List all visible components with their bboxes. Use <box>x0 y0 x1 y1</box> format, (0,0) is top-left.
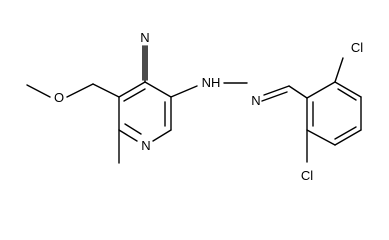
pyridine-ring <box>118 81 172 142</box>
bond <box>66 83 94 98</box>
bond <box>334 126 357 140</box>
atom-label-nitrile-n: N <box>140 30 149 45</box>
bond <box>334 81 362 98</box>
bond <box>306 129 336 146</box>
nitrile-group: N <box>140 30 150 83</box>
atom-label-cl-top: Cl <box>351 40 363 55</box>
hydrazone-linker: NH N <box>170 75 308 108</box>
bond <box>123 88 146 102</box>
atom-label-cl-bottom: Cl <box>301 168 313 183</box>
dichlorophenyl-ring: Cl Cl <box>301 40 363 183</box>
bond <box>118 81 146 98</box>
atom-label-ring-n: N <box>141 138 150 153</box>
bond <box>334 129 362 146</box>
bond <box>288 85 308 99</box>
chemical-structure: N O N NH N Cl Cl <box>26 30 363 183</box>
bond <box>144 81 172 98</box>
atom-label-ether-o: O <box>54 90 64 105</box>
bond <box>152 129 172 142</box>
bond <box>306 81 336 99</box>
atom-label-hydrazone-n: N <box>251 93 260 108</box>
bond <box>334 57 344 83</box>
bond <box>92 83 120 98</box>
bond <box>263 85 290 96</box>
bond <box>118 129 138 142</box>
bond <box>170 85 198 98</box>
bond <box>261 91 288 102</box>
methoxymethyl-group: O <box>26 83 120 105</box>
bond <box>124 123 142 135</box>
bond <box>337 88 357 101</box>
bond <box>26 84 51 98</box>
atom-label-hydrazine-nh: NH <box>202 75 221 90</box>
